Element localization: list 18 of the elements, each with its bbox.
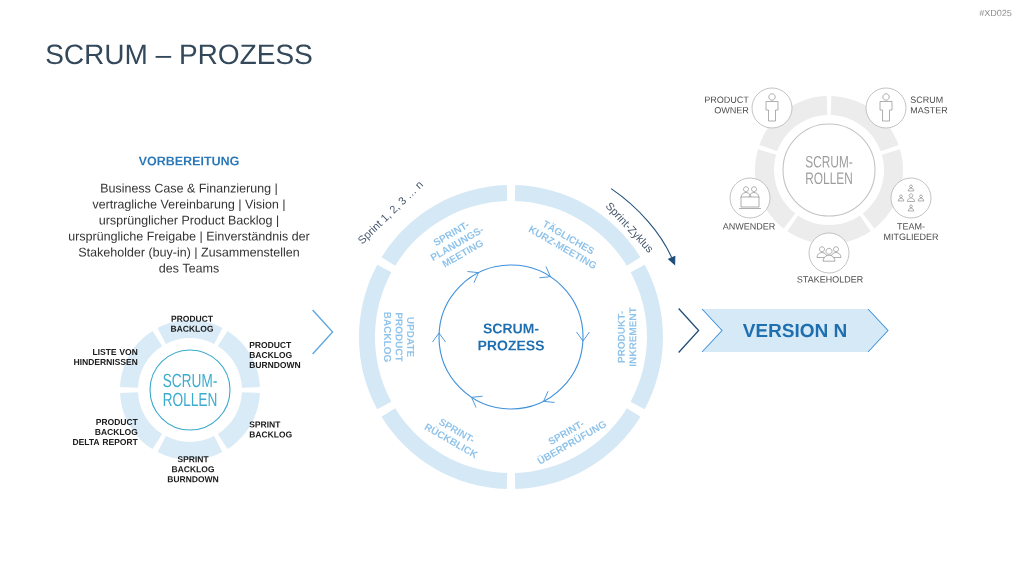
segment-label: PRODUCT BACKLOG DELTA REPORT — [73, 419, 138, 445]
segment-label: PRODUCT BACKLOG BURNDOWN — [249, 342, 301, 368]
role-label: STAKEHOLDER — [797, 276, 863, 283]
segment-label: SPRINT BACKLOG BURNDOWN — [167, 456, 219, 483]
segment-label: LISTE VON HINDERNISSEN — [74, 349, 138, 365]
segment-label: UPDATE PRODUCT BACKLOG — [384, 312, 414, 362]
section-heading: VORBEREITUNG — [138, 156, 239, 166]
role-label: SCRUM MASTER — [910, 96, 948, 114]
slide-id: #XD025 — [979, 9, 1012, 17]
segment-label: SPRINT BACKLOG — [249, 421, 292, 438]
role-label: ANWENDER — [722, 223, 775, 230]
segment-label: PRODUKT- INKREMENT — [617, 307, 637, 367]
role-label: PRODUCT OWNER — [705, 96, 749, 114]
role-label: TEAM- MITGLIEDER — [884, 223, 939, 240]
segment-label: PRODUCT BACKLOG — [171, 315, 213, 332]
title: SCRUM – PROZESS — [46, 44, 312, 65]
version-banner: VERSION N — [701, 308, 889, 353]
body-text: Business Case & Finanzierung | vertragliche Vereinbarung | Vision | ursprünglicher Product Backlog | ursprüngliche Freigabe | Einverständnis der Stakeholder (buy-in) | Zusammenstellen des Teams — [69, 183, 310, 273]
